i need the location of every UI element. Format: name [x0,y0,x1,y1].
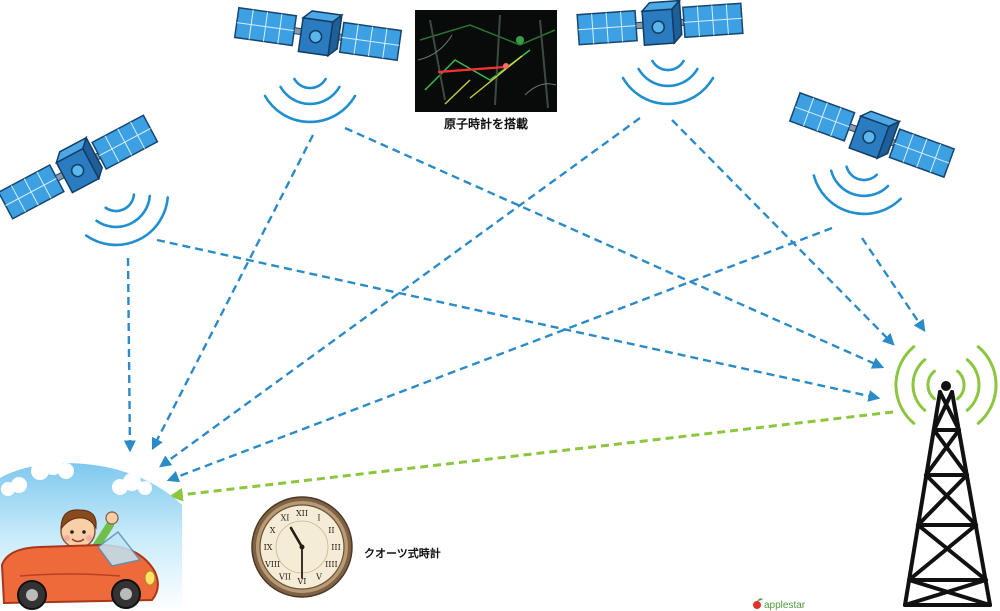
satellite-signal-waves [621,59,715,106]
tower-signal-waves [894,345,998,425]
atomic-clock-caption: 原子時計を搭載 [444,116,528,131]
car-wheel [17,580,47,610]
clock-numeral: III [331,543,340,552]
antenna-tip [941,381,951,391]
arrow-satellite4-to-car [166,226,833,483]
clock-numeral: V [315,572,322,581]
clock-numeral: IIII [325,560,338,569]
atomic-clock-photo [415,10,557,112]
quartz-clock-caption: クオーツ式時計 [364,546,441,560]
satellite-signal-waves [805,157,907,226]
clock-numeral: VI [297,577,307,586]
satellite-icon [233,0,404,66]
satellite-signal-waves [263,77,357,124]
car-windshield [96,530,142,567]
signal-arrows [123,117,926,502]
satellite-icon [787,85,958,183]
watermark-text: applestar [764,600,806,611]
clock-center-pin [299,544,305,550]
satellite-signal-waves [77,180,181,261]
arrow-satellite4-to-tower [861,237,926,332]
clock-numeral: IX [264,543,273,552]
satellite-icon [0,108,161,224]
arrow-satellite2-to-tower [344,126,885,369]
radio-tower-icon [894,345,998,607]
clock-numeral: XII [296,509,308,518]
clock-numeral: II [328,526,334,535]
car-icon [0,455,182,611]
tower-lattice [903,390,992,607]
arrow-satellite1-to-tower [156,238,881,402]
arrow-satellite3-to-car [159,117,641,468]
apple-icon [753,598,763,609]
satellite-icon [575,0,744,51]
car-door-line [19,573,121,577]
arrow-satellite1-to-car [123,257,136,453]
arrow-tower-to-car [169,410,894,502]
car-wheel [111,579,141,609]
waving-hand [105,511,119,525]
arrow-satellite3-to-tower [671,119,895,346]
clock-numeral: VII [278,572,291,581]
clock-numeral: XI [281,514,290,523]
arrow-satellite2-to-car [151,134,315,451]
clock-numeral: X [270,526,276,535]
clock-hour-hand [289,526,304,549]
clock-numeral: VIII [264,560,280,569]
passenger-hair [60,509,97,531]
car-headlight [144,570,156,586]
clouds [1,455,152,496]
watermark: applestar [753,598,806,611]
clock-numeral: I [317,514,320,523]
